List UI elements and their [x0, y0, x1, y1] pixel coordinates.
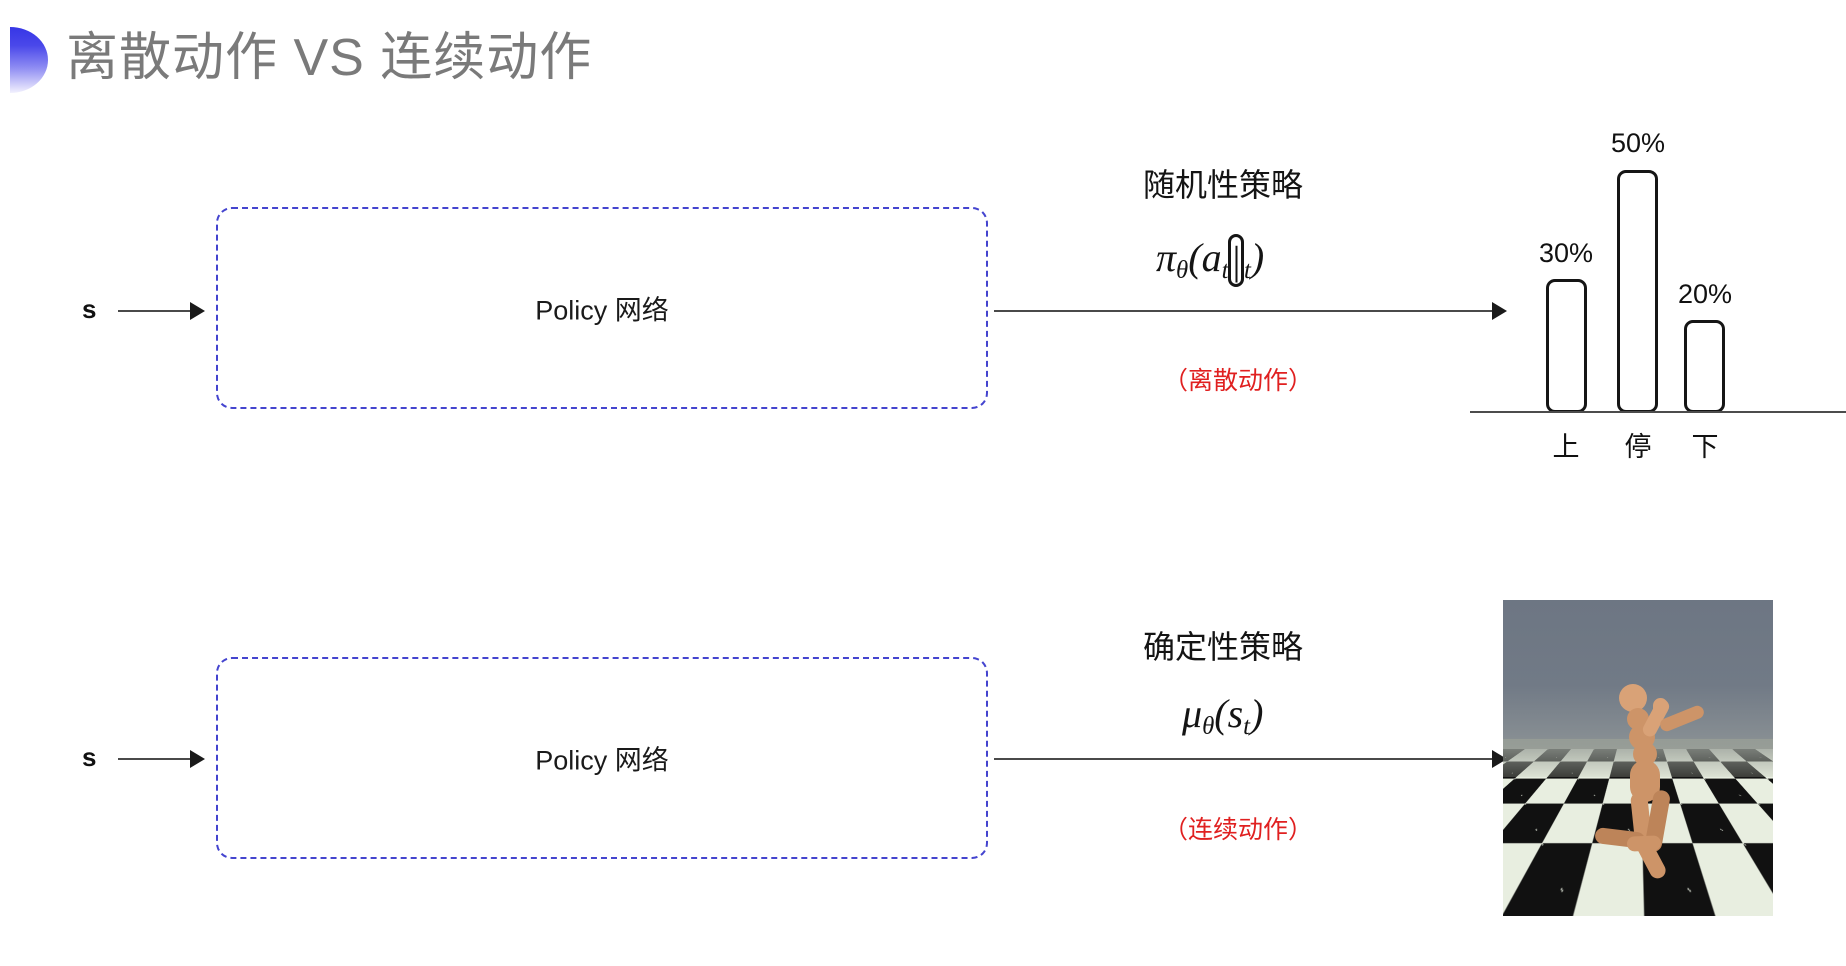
policy-type-title-row2: 确定性策略 — [1143, 629, 1304, 665]
page-title: 离散动作 VS 连续动作 — [66, 29, 593, 87]
formula-state-subscript-row2: t — [1243, 712, 1251, 740]
bar-2 — [1684, 320, 1725, 413]
input-state-label-row1: s — [82, 294, 97, 324]
policy-network-label-row1: Policy 网络 — [535, 295, 669, 326]
bar-value-2: 20% — [1677, 279, 1733, 309]
chart-baseline-axis — [1470, 411, 1846, 413]
bar-category-1: 停 — [1624, 432, 1652, 462]
formula-open-paren-row2: ( — [1214, 691, 1228, 736]
policy-formula-row2: μθ(st) — [1182, 690, 1263, 741]
formula-theta-subscript-row2: θ — [1202, 712, 1215, 740]
formula-action-subscript: t — [1221, 256, 1229, 284]
action-type-note-row2: （连续动作） — [1163, 816, 1314, 844]
formula-theta-subscript: θ — [1176, 256, 1189, 284]
input-state-label-row2: s — [82, 742, 97, 772]
title-decoration-icon — [10, 27, 48, 93]
bar-0 — [1546, 279, 1587, 413]
humanoid-simulation-image — [1503, 600, 1773, 916]
input-arrow-line-row2 — [118, 758, 196, 760]
output-arrow-line-row2 — [994, 758, 1498, 760]
formula-pi-symbol: π — [1156, 235, 1177, 280]
input-arrow-head-row2 — [190, 750, 205, 768]
formula-open-paren: ( — [1188, 235, 1202, 280]
output-arrow-line-row1 — [994, 310, 1498, 312]
formula-mu-symbol: μ — [1182, 691, 1203, 736]
formula-action-symbol: a — [1201, 235, 1222, 280]
policy-network-box-row1[interactable]: Policy 网络 — [216, 207, 988, 409]
action-probability-bar-chart: 30% 50% 20% 上 停 下 — [1470, 95, 1846, 462]
humanoid-shoulder — [1653, 698, 1668, 716]
bar-value-1: 50% — [1610, 128, 1666, 158]
policy-network-label-row2: Policy 网络 — [535, 745, 669, 776]
bar-1 — [1617, 170, 1658, 413]
policy-network-box-row2[interactable]: Policy 网络 — [216, 657, 988, 859]
formula-close-paren-row2: ) — [1250, 691, 1264, 736]
formula-conditional-bar: | — [1228, 234, 1245, 287]
formula-state-subscript: t — [1244, 256, 1251, 284]
formula-close-paren: ) — [1250, 235, 1265, 280]
output-arrow-head-row1 — [1492, 302, 1507, 320]
humanoid-head — [1619, 684, 1647, 712]
policy-type-title-row1: 随机性策略 — [1143, 167, 1304, 203]
bar-value-0: 30% — [1538, 238, 1594, 268]
humanoid-foot-front — [1626, 835, 1662, 852]
policy-formula-row1: πθ(at|st) — [1156, 234, 1265, 287]
action-type-note-row1: （离散动作） — [1163, 367, 1314, 395]
formula-state-symbol-row2: s — [1227, 691, 1244, 736]
bar-category-0: 上 — [1552, 432, 1580, 462]
input-arrow-line-row1 — [118, 310, 196, 312]
input-arrow-head-row1 — [190, 302, 205, 320]
bar-category-2: 下 — [1691, 432, 1719, 462]
slide-bottom-edge — [0, 960, 1846, 966]
